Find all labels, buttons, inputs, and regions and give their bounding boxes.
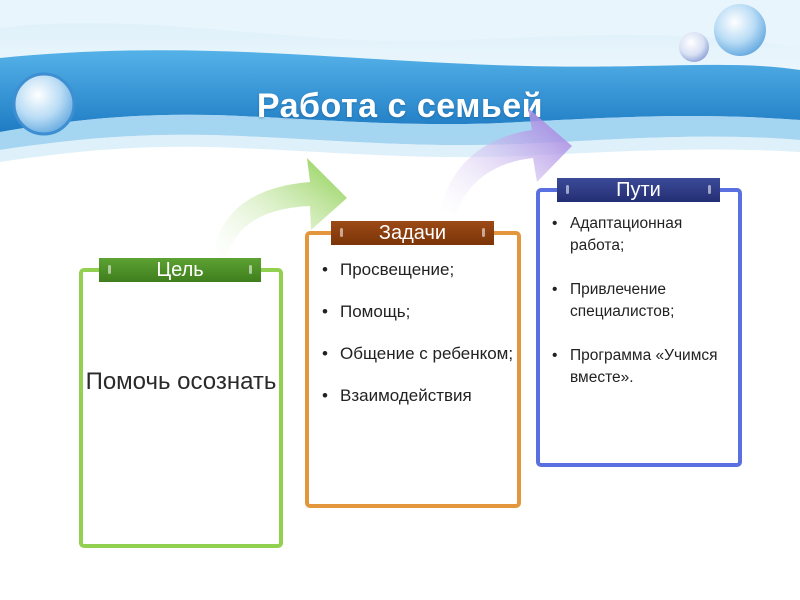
tag-dot-icon	[108, 265, 111, 274]
tag-dot-icon	[249, 265, 252, 274]
list-item: Взаимодействия	[318, 385, 518, 407]
tasks-list: Просвещение; Помощь; Общение с ребенком;…	[318, 259, 518, 427]
tag-dot-icon	[340, 228, 343, 237]
bubble-icon	[714, 4, 766, 56]
slide-title: Работа с семьей	[256, 86, 544, 125]
list-item: Адаптационная работа;	[548, 213, 738, 257]
goal-tag: Цель	[99, 258, 261, 282]
tag-dot-icon	[482, 228, 485, 237]
list-item: Помощь;	[318, 301, 518, 323]
ways-list: Адаптационная работа; Привлечение специа…	[548, 213, 738, 411]
list-item: Просвещение;	[318, 259, 518, 281]
ways-tag-label: Пути	[616, 179, 661, 201]
tag-dot-icon	[708, 185, 711, 194]
goal-text: Помочь осознать	[85, 368, 277, 395]
goal-card	[79, 268, 283, 548]
tag-dot-icon	[566, 185, 569, 194]
goal-tag-label: Цель	[156, 259, 204, 281]
list-item: Привлечение специалистов;	[548, 279, 738, 323]
tasks-tag-label: Задачи	[378, 222, 447, 244]
bubble-icon	[679, 32, 709, 62]
tasks-tag: Задачи	[331, 221, 494, 245]
list-item: Программа «Учимся вместе».	[548, 345, 738, 389]
bubble-icon	[12, 72, 76, 136]
ways-tag: Пути	[557, 178, 720, 202]
list-item: Общение с ребенком;	[318, 343, 518, 365]
